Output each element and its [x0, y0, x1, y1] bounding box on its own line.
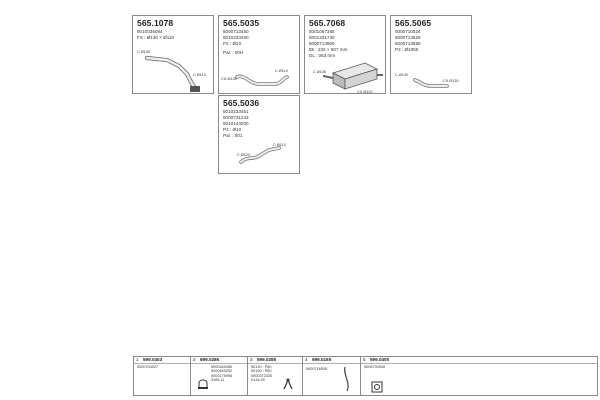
connector-tag: CX Ø120: [357, 90, 373, 94]
part-spec: 85 : 232 × 607 mm: [309, 47, 348, 52]
accessory-number: 1: [136, 357, 139, 362]
part-spec: P2 : Ø10: [223, 41, 242, 46]
accessory-cell[interactable]: 1 599.0403 5000704027: [134, 357, 191, 395]
accessory-number: 2: [193, 357, 196, 362]
part-code: 565.5065: [395, 18, 432, 28]
accessory-part: 5000449285: [211, 365, 233, 369]
gasket-icon: [371, 381, 383, 393]
accessory-part: 50130 : P60: [251, 365, 272, 369]
accessory-part: 5008730530: [364, 365, 386, 369]
flange-icon: [190, 86, 200, 92]
accessory-part: 5000449252: [211, 369, 233, 374]
part-code: 565.5036: [223, 98, 260, 108]
part-card-565-5065[interactable]: 565.5065 5000710524 5000713526 500071355…: [390, 15, 472, 94]
accessory-cell[interactable]: 2 699.0286 5000449285 5000449252 5000175…: [191, 357, 248, 395]
part-spec: Pal. : 001: [223, 133, 243, 138]
accessory-number: 3: [250, 357, 253, 362]
connector-tag: C Ø130: [137, 50, 150, 54]
part-card-565-7068[interactable]: 565.7068 5001067385 5001331730 500071380…: [304, 15, 386, 94]
accessory-code: 599.0165: [312, 357, 332, 362]
accessory-code: 599.0403: [143, 357, 163, 362]
connector-tag: CX Ø130: [443, 79, 459, 83]
part-number: 5000713450: [223, 29, 249, 34]
accessory-code: 699.0286: [200, 357, 220, 362]
hanger-strap-icon: [344, 366, 349, 392]
accessory-part: 5000175998: [211, 373, 233, 378]
part-card-565-5035[interactable]: 565.5035 5000713450 5010233450 P2 : Ø10 …: [218, 15, 300, 94]
part-number: 5001331730: [309, 35, 335, 40]
accessory-number: 5: [363, 357, 366, 362]
accessory-part: 3166 11: [211, 378, 225, 383]
part-card-565-5036[interactable]: 565.5036 5010233451 5000731243 501014420…: [218, 95, 300, 174]
exhaust-pipe-illustration: C Ø130 CX Ø130: [395, 73, 459, 88]
part-spec: P2 : Ø1055: [395, 47, 419, 52]
part-spec: P2 : Ø10: [223, 127, 242, 132]
accessory-part: 50130 : P60: [251, 369, 272, 374]
part-number: 5000710524: [395, 29, 421, 34]
part-number: 5010036094: [137, 29, 163, 34]
exhaust-pipe-illustration: C Ø130 C Ø110: [137, 50, 206, 92]
accessory-cell[interactable]: 3 599.0285 50130 : P60 50130 : P60 50003…: [248, 357, 303, 395]
part-number: 5001067385: [309, 29, 335, 34]
accessory-part: K116 90: [251, 378, 265, 383]
part-number: 5010233451: [223, 109, 249, 114]
part-code: 565.1078: [137, 18, 174, 28]
accessory-code: 599.0400: [370, 357, 390, 362]
connector-tag: C Ø110: [273, 143, 286, 147]
exhaust-pipe-illustration: CD Ø130 C Ø110: [221, 69, 289, 86]
part-card-565-1078[interactable]: 565.1078 5010036094 FS : Ø130 × Ø110 C Ø…: [132, 15, 214, 94]
part-spec: DL : 063 mm: [309, 53, 336, 58]
connector-tag: C Ø110: [275, 69, 288, 73]
exhaust-pipe-illustration: C Ø120 C Ø110: [237, 143, 286, 164]
connector-tag: C Ø130: [395, 73, 408, 77]
part-number: 5010144200: [223, 121, 249, 126]
accessory-part: 5000372330: [251, 373, 273, 378]
connector-tag: C Ø120: [237, 153, 250, 157]
part-spec: FS : Ø130 × Ø110: [137, 35, 175, 40]
clamp-icon: [198, 379, 208, 389]
part-number: 5000731243: [223, 115, 249, 120]
part-number: 5000713526: [395, 35, 421, 40]
accessory-cell[interactable]: 4 599.0165 5000716505: [303, 357, 361, 395]
connector-tag: C Ø110: [193, 73, 206, 77]
bracket-icon: [283, 378, 293, 390]
part-code: 565.5035: [223, 18, 260, 28]
part-code: 565.7068: [309, 18, 346, 28]
part-spec: Pal. : 00H: [223, 50, 244, 55]
connector-tag: C Ø130: [313, 70, 326, 74]
accessories-table: 1 599.0403 5000704027 2 699.0286 5000449…: [133, 356, 598, 396]
accessory-part: 5000704027: [137, 365, 159, 369]
accessory-part: 5000716505: [306, 367, 328, 371]
accessory-code: 599.0285: [257, 357, 277, 362]
accessory-cell[interactable]: 5 599.0400 5008730530: [361, 357, 597, 395]
part-number: 5010233450: [223, 35, 249, 40]
muffler-illustration: C Ø130 CX Ø120: [313, 62, 383, 94]
accessory-number: 4: [305, 357, 308, 362]
part-number: 5000713806: [309, 41, 335, 46]
connector-tag: CD Ø130: [221, 77, 237, 81]
part-number: 5000713558: [395, 41, 421, 46]
